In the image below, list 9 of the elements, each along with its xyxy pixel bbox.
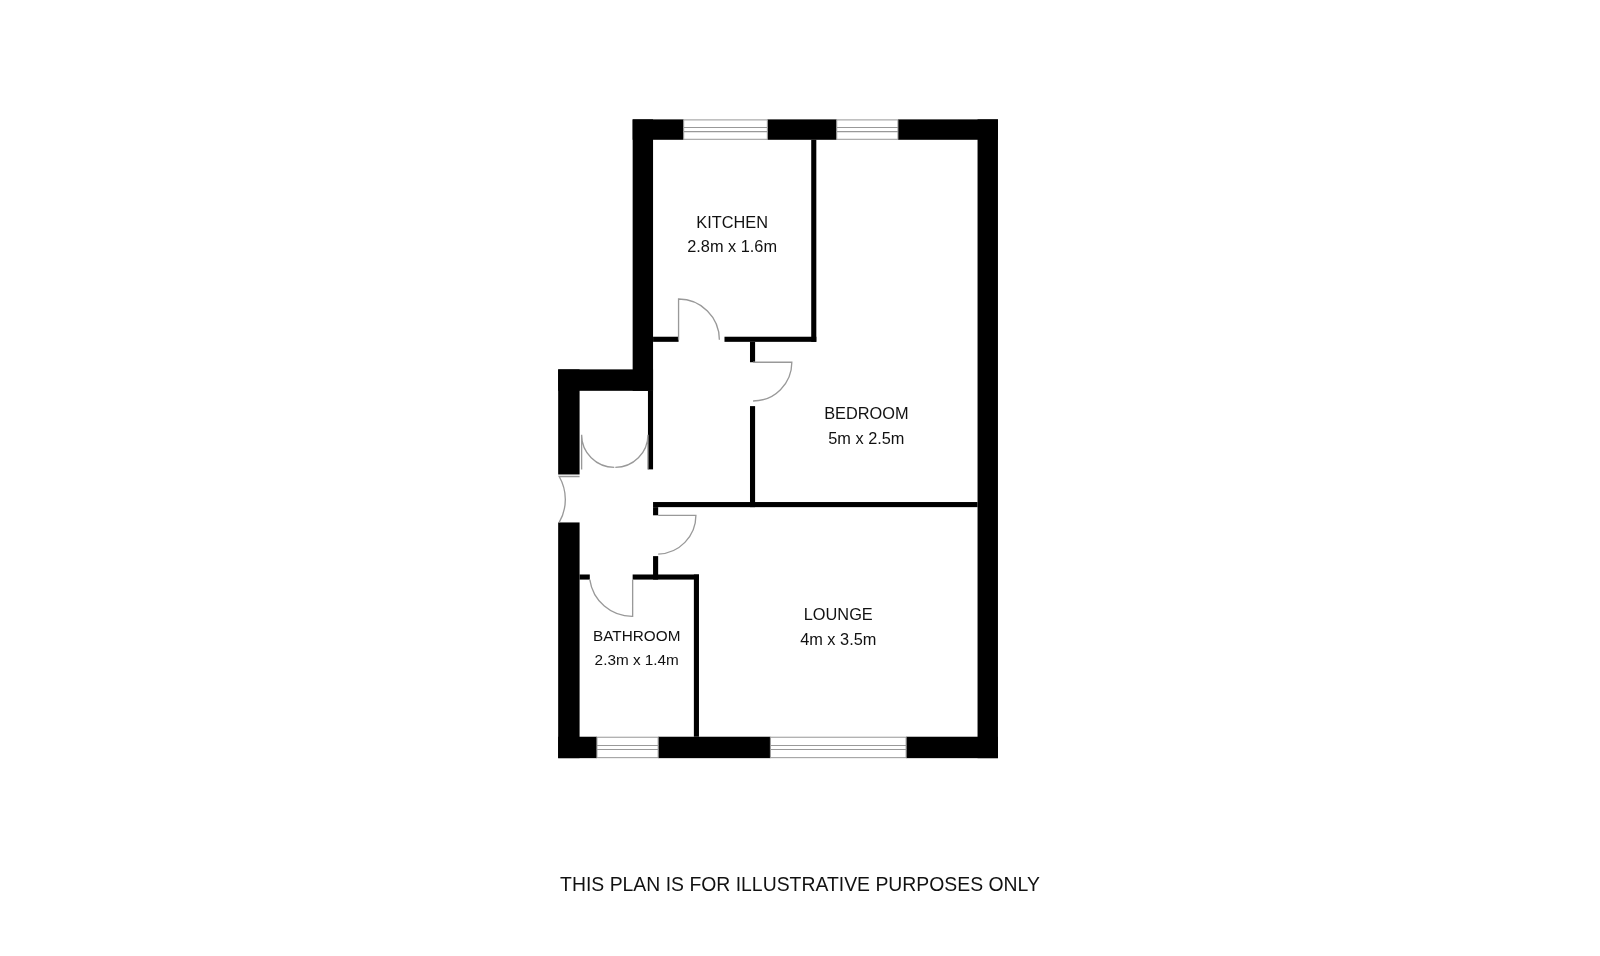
caption: THIS PLAN IS FOR ILLUSTRATIVE PURPOSES ONLY — [560, 873, 1040, 895]
room-dimensions: 4m x 3.5m — [800, 629, 877, 650]
room-name: BEDROOM — [824, 403, 909, 424]
room-dimensions: 2.8m x 1.6m — [687, 236, 778, 258]
room-dimensions: 2.3m x 1.4m — [594, 650, 679, 671]
room-name: BATHROOM — [593, 625, 681, 646]
room-dimensions: 5m x 2.5m — [828, 428, 905, 449]
room-name: KITCHEN — [696, 212, 768, 233]
room-name: LOUNGE — [803, 605, 873, 626]
